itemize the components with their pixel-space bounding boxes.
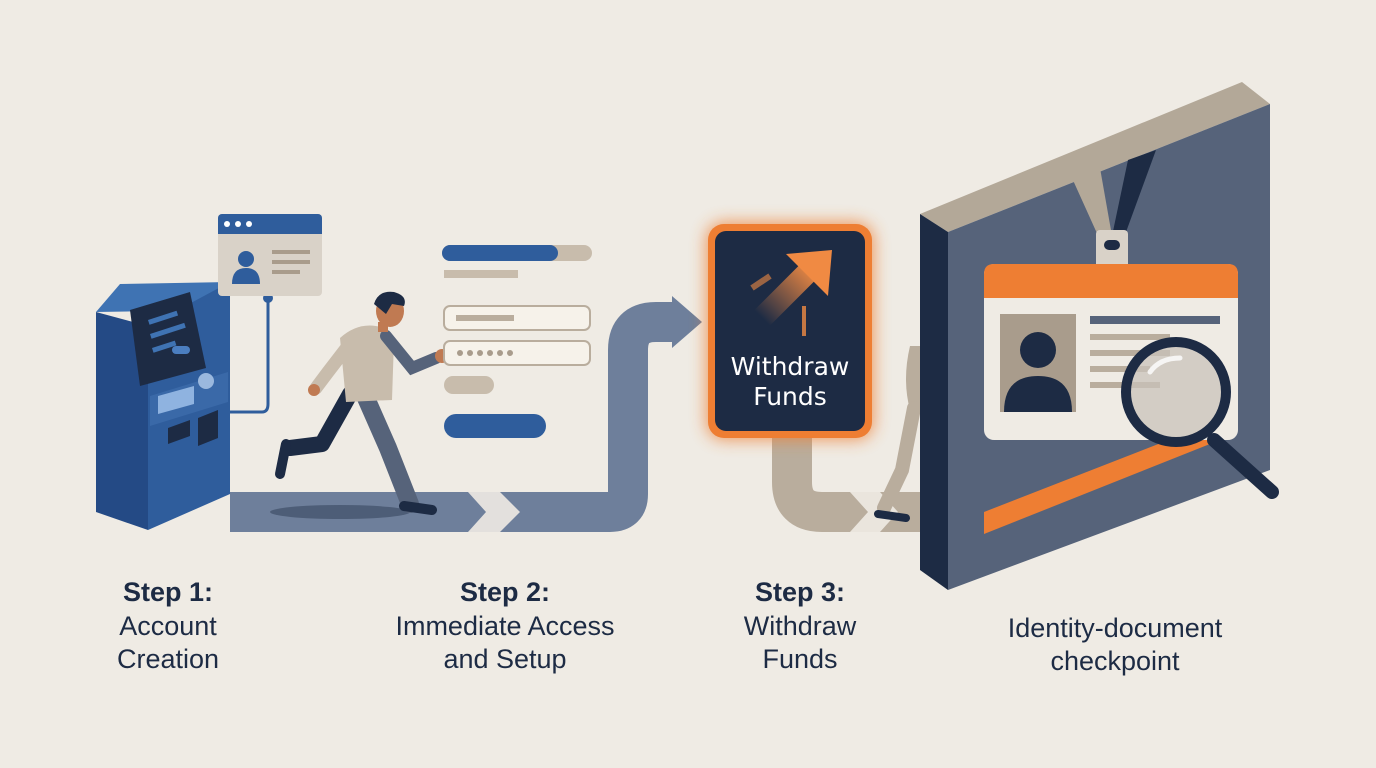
step-1-number: Step 1:: [122, 577, 214, 607]
step-1-label: Account Creation: [116, 611, 220, 674]
checkpoint-label: Identity-document checkpoint: [1007, 613, 1223, 676]
step-2-label: Immediate Access and Setup: [395, 611, 615, 674]
arrow-up-right-icon: [750, 250, 832, 336]
magnifier-icon: [1121, 337, 1279, 499]
kiosk-terminal-icon: [96, 282, 273, 530]
withdraw-card: [706, 222, 874, 440]
step-3-number: Step 3:: [754, 577, 846, 607]
flow-path: [230, 296, 702, 532]
running-person-icon: [275, 291, 449, 515]
profile-window-icon: [218, 214, 322, 296]
checkpoint-caption: Identity-document checkpoint: [960, 612, 1270, 678]
step-3-label: Withdraw Funds: [743, 611, 857, 674]
step-2-number: Step 2:: [459, 577, 551, 607]
step-3-caption: Step 3: Withdraw Funds: [700, 574, 900, 676]
step-1-caption: Step 1: Account Creation: [68, 574, 268, 676]
step-2-caption: Step 2: Immediate Access and Setup: [360, 574, 650, 676]
withdraw-card-label: Withdraw Funds: [730, 352, 850, 411]
login-form-icon: [442, 245, 592, 438]
